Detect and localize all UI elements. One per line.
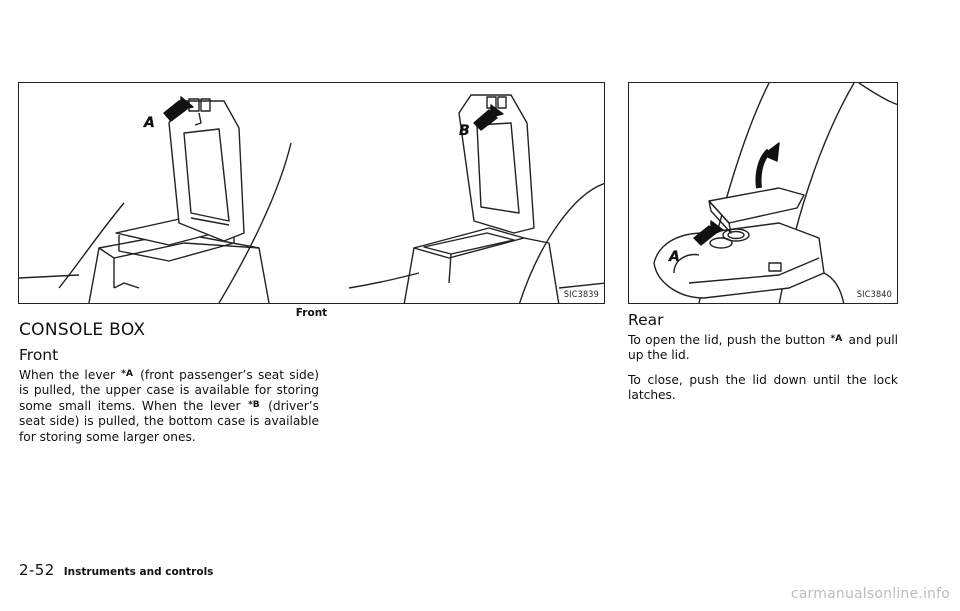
figure-rear-console: A SIC3840 <box>628 82 898 304</box>
figure-code: SIC3840 <box>856 290 892 300</box>
reference-a-icon: *A <box>121 369 133 379</box>
paragraph-rear-2: To close, push the lid down until the lo… <box>628 373 898 403</box>
callout-a-label: A <box>668 249 680 265</box>
paragraph-front: When the lever *A (front passenger’s sea… <box>19 368 319 445</box>
text-span: (front passenger’s seat side) is pulled,… <box>19 368 319 413</box>
subheading-front: Front <box>19 346 59 364</box>
paragraph-rear-1: To open the lid, push the button *A and … <box>628 333 898 364</box>
ref-letter: A <box>125 369 133 379</box>
rear-console-illustration: A <box>653 83 897 303</box>
front-console-illustration: A B <box>19 94 604 303</box>
figure-code: SIC3839 <box>563 290 599 300</box>
reference-b-icon: *B <box>248 399 260 410</box>
callout-a-label: A <box>143 115 155 131</box>
chapter-title: Instruments and controls <box>63 566 214 578</box>
callout-b-label: B <box>459 123 470 139</box>
page-footer: 2-52 Instruments and controls <box>19 560 213 579</box>
section-title: CONSOLE BOX <box>19 320 146 340</box>
watermark: carmanualsonline.info <box>790 586 950 602</box>
page-number: 2-52 <box>19 561 55 579</box>
figure-front-console: A B SIC3839 <box>18 82 605 304</box>
text-span: When the lever <box>19 368 116 382</box>
text-span: (driver’s seat side) is pulled, the bott… <box>19 398 320 444</box>
text-span: and pull up the lid. <box>628 333 899 363</box>
subheading-rear: Rear <box>628 311 664 329</box>
ref-letter: A <box>835 334 843 344</box>
reference-a-icon: *A <box>830 334 843 344</box>
text-span: To open the lid, push the button <box>628 333 826 347</box>
ref-letter: B <box>252 399 260 410</box>
figure-caption: Front <box>295 307 328 319</box>
